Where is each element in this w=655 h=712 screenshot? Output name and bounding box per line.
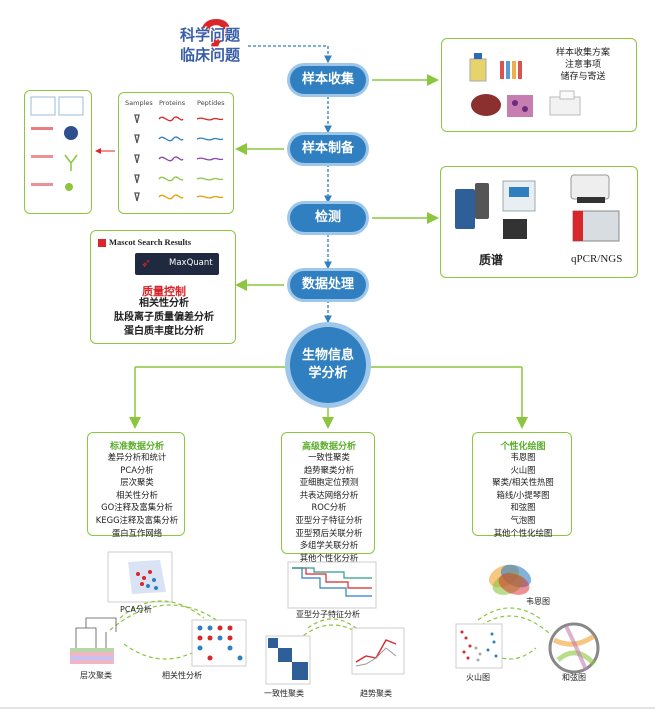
prep-header-proteins: Proteins (159, 99, 186, 107)
advanced-item: 共表达网络分析 (299, 489, 359, 500)
process-item-1: 相关性分析 (139, 298, 189, 309)
custom-thumbnails (455, 564, 600, 674)
custom-item: 其他个性化绘图 (493, 527, 553, 538)
qc-title: 质量控制 (142, 285, 186, 298)
maxquant-banner: ➶ MaxQuant (135, 253, 219, 275)
bio-line-2: 学分析 (308, 366, 348, 381)
instrument-photos (455, 174, 620, 242)
caption-corr: 相关性分析 (162, 671, 202, 680)
caption-hclust: 层次聚类 (80, 671, 112, 680)
process-item-3: 蛋白质丰度比分析 (124, 326, 204, 337)
custom-title: 个性化绘图 (500, 442, 546, 452)
step-bioinformatics[interactable]: 生物信息 学分析 (290, 327, 366, 403)
custom-list: 韦恩图 火山图 聚类/相关性热图 箱线/小提琴图 和弦图 气泡图 其他个性化绘图 (473, 451, 573, 539)
caption-subtype: 亚型分子特征分析 (296, 610, 360, 619)
logo-text-top: 科学问题 (180, 26, 241, 44)
advanced-item: ROC分析 (311, 502, 347, 513)
standard-title: 标准数据分析 (109, 442, 164, 452)
enrichment-illustration (30, 96, 84, 191)
maxquant-label: MaxQuant (169, 258, 213, 268)
logo-text-bottom: 临床问题 (180, 46, 241, 64)
standard-item: 层次聚类 (120, 477, 154, 488)
custom-item: 和弦图 (510, 502, 536, 513)
advanced-thumbnails (265, 561, 405, 685)
advanced-item: 多组学关联分析 (299, 540, 359, 551)
caption-pca: PCA分析 (120, 605, 152, 614)
custom-item: 聚类/相关性热图 (492, 477, 554, 488)
standard-thumbnails (70, 551, 247, 667)
detect-label-ms: 质谱 (479, 253, 504, 267)
step-sample-prep[interactable]: 样本制备 (290, 135, 366, 163)
enrichment-box (24, 90, 92, 214)
sample-line-1: 样本收集方案 (555, 48, 610, 58)
standard-item: 差异分析和统计 (107, 452, 167, 462)
custom-item: 气泡图 (510, 514, 536, 525)
detect-label-ngs: qPCR/NGS (571, 253, 623, 265)
standard-analysis-box: 标准数据分析 差异分析和统计 PCA分析 层次聚类 相关性分析 GO注释及富集分… (87, 432, 186, 539)
svg-text:?: ? (199, 8, 233, 68)
bio-line-1: 生物信息 (301, 348, 354, 363)
advanced-analysis-box: 高级数据分析 一致性聚类 趋势聚类分析 亚细胞定位预测 共表达网络分析 ROC分… (281, 432, 375, 563)
standard-item: KEGG注释及富集分析 (95, 514, 179, 525)
mascot-title: Mascot Search Results (109, 237, 191, 247)
advanced-title: 高级数据分析 (301, 442, 356, 452)
sample-line-2: 注意事项 (564, 60, 601, 70)
caption-venn: 韦恩图 (526, 597, 550, 606)
custom-item: 箱线/小提琴图 (496, 489, 550, 500)
sample-info-box: 样本收集方案 注意事项 储存与寄送 (441, 38, 637, 132)
rocket-icon: ➶ (141, 256, 152, 270)
process-box: Mascot Search Results ➶ MaxQuant 质量控制 相关… (90, 230, 236, 344)
advanced-item: 亚细胞定位预测 (299, 477, 359, 488)
standard-item: GO注释及富集分析 (101, 502, 173, 513)
caption-consensus: 一致性聚类 (264, 689, 304, 698)
prep-header-peptides: Peptides (197, 99, 225, 107)
custom-item: 火山图 (510, 464, 536, 475)
caption-volcano: 火山图 (466, 673, 490, 682)
sample-prep-box: Samples Proteins Peptides (118, 92, 234, 214)
standard-list: 差异分析和统计 PCA分析 层次聚类 相关性分析 GO注释及富集分析 KEGG注… (88, 451, 186, 539)
step-detect[interactable]: 检测 (290, 204, 366, 232)
caption-chord: 和弦图 (562, 673, 586, 682)
standard-item: PCA分析 (120, 464, 154, 475)
advanced-item: 其他个性化分析 (299, 552, 359, 563)
advanced-item: 一致性聚类 (308, 452, 350, 462)
logo-question-icon: ? (199, 8, 233, 68)
standard-item: 蛋白互作网络 (111, 527, 163, 538)
caption-trend: 趋势聚类 (360, 689, 392, 698)
prep-illustration (134, 114, 224, 202)
mascot-logo-icon (98, 239, 106, 247)
advanced-list: 一致性聚类 趋势聚类分析 亚细胞定位预测 共表达网络分析 ROC分析 亚型分子特… (282, 451, 376, 564)
custom-plot-box: 个性化绘图 韦恩图 火山图 聚类/相关性热图 箱线/小提琴图 和弦图 气泡图 其… (472, 432, 573, 539)
sample-photos (469, 53, 581, 117)
advanced-item: 亚型预后关联分析 (295, 527, 363, 538)
prep-header-samples: Samples (125, 99, 153, 107)
step-data-process[interactable]: 数据处理 (290, 271, 366, 299)
step-sample-collect[interactable]: 样本收集 (290, 66, 366, 94)
standard-item: 相关性分析 (116, 489, 158, 500)
advanced-item: 趋势聚类分析 (303, 464, 355, 475)
sample-line-3: 储存与寄送 (560, 72, 606, 82)
process-item-2: 肽段离子质量偏差分析 (114, 312, 214, 323)
custom-item: 韦恩图 (510, 452, 536, 462)
detect-box: 质谱 qPCR/NGS (440, 166, 638, 278)
advanced-item: 亚型分子特征分析 (295, 514, 363, 525)
